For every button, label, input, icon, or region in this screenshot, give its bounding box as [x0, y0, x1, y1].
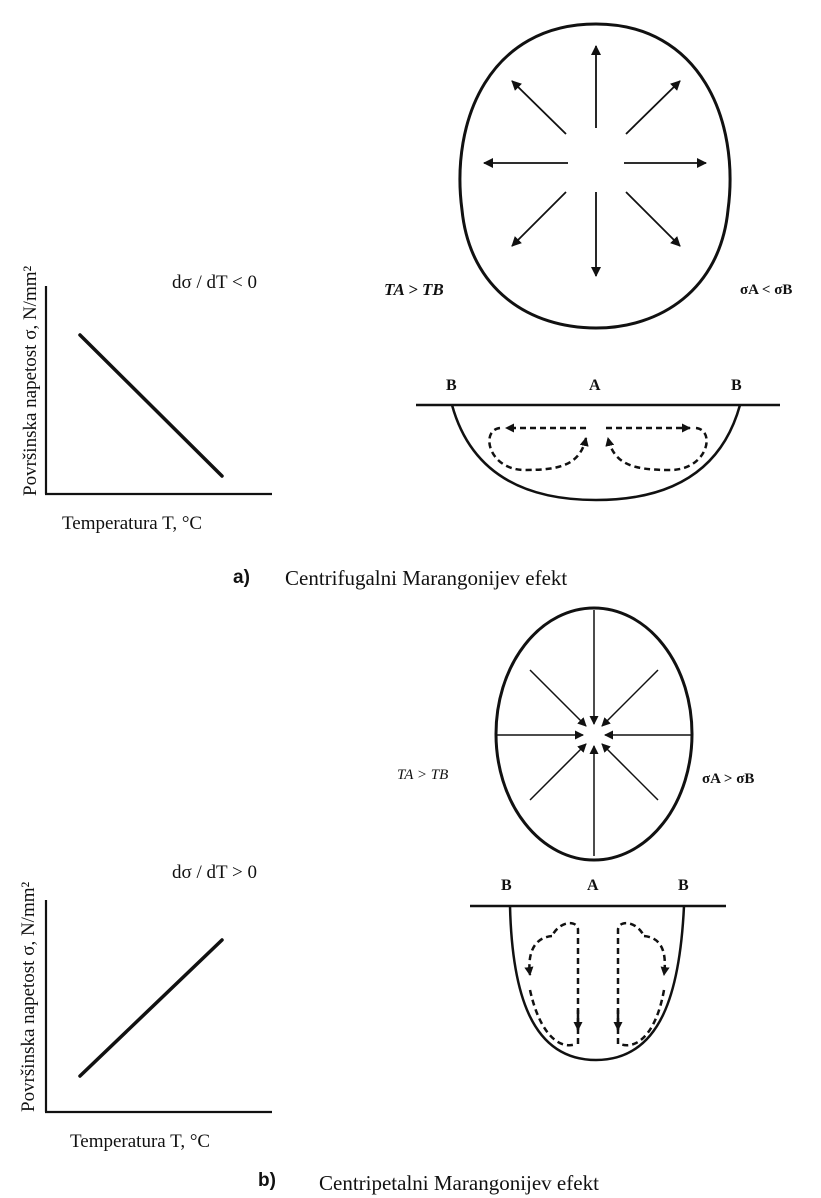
panel-a-top-view: [460, 24, 730, 328]
arrow-out-down-left: [512, 192, 566, 246]
panel-a-right-flow-loop: [606, 428, 707, 470]
panel-b-caption-letter: b): [258, 1171, 276, 1190]
panel-a-caption-letter: a): [233, 568, 250, 587]
panel-b-pool-profile: [510, 906, 684, 1060]
panel-a-x-axis-label: Temperatura T, °C: [62, 514, 202, 533]
arrow-out-down-right: [626, 192, 680, 246]
panel-a-gradient-label: dσ / dT < 0: [172, 273, 257, 292]
panel-a-sigma-label: σA < σB: [740, 283, 792, 298]
panel-a-y-axis-label: Površinska napetost σ, N/mm²: [20, 266, 42, 496]
arrow-in-from-bottom-left: [530, 744, 586, 800]
panel-a-cross-section: [416, 405, 780, 500]
panel-b-point-b-right: B: [678, 878, 689, 894]
panel-a-point-a: A: [589, 378, 601, 394]
panel-a-temp-label: TA > TB: [384, 281, 444, 298]
panel-a-graph: [45, 286, 272, 494]
panel-b-gradient-label: dσ / dT > 0: [172, 863, 257, 882]
panel-a-weld-pool-outline: [460, 24, 730, 328]
arrow-out-up-right: [626, 81, 680, 134]
panel-b-increasing-line: [80, 940, 222, 1076]
panel-b-top-view: [496, 608, 692, 860]
arrow-in-from-top-right: [602, 670, 658, 726]
panel-a-point-b-right: B: [731, 378, 742, 394]
panel-b-graph: [45, 900, 272, 1112]
panel-b-sigma-label: σA > σB: [702, 772, 754, 787]
panel-b-point-b-left: B: [501, 878, 512, 894]
panel-a-decreasing-line: [80, 335, 222, 476]
panel-b-cross-section: [470, 906, 726, 1060]
panel-b-temp-label: TA > TB: [397, 768, 448, 783]
panel-b-point-a: A: [587, 878, 599, 894]
panel-a-caption: Centrifugalni Marangonijev efekt: [285, 568, 567, 589]
panel-b-y-axis-label: Površinska napetost σ, N/mm²: [18, 882, 40, 1112]
panel-b-caption: Centripetalni Marangonijev efekt: [319, 1173, 599, 1194]
arrow-in-from-top-left: [530, 670, 586, 726]
panel-a-pool-profile: [452, 405, 740, 500]
panel-a-point-b-left: B: [446, 378, 457, 394]
arrow-in-from-bottom-right: [602, 744, 658, 800]
panel-a-left-flow-loop: [489, 428, 586, 470]
arrow-out-up-left: [512, 81, 566, 134]
panel-b-x-axis-label: Temperatura T, °C: [70, 1132, 210, 1151]
